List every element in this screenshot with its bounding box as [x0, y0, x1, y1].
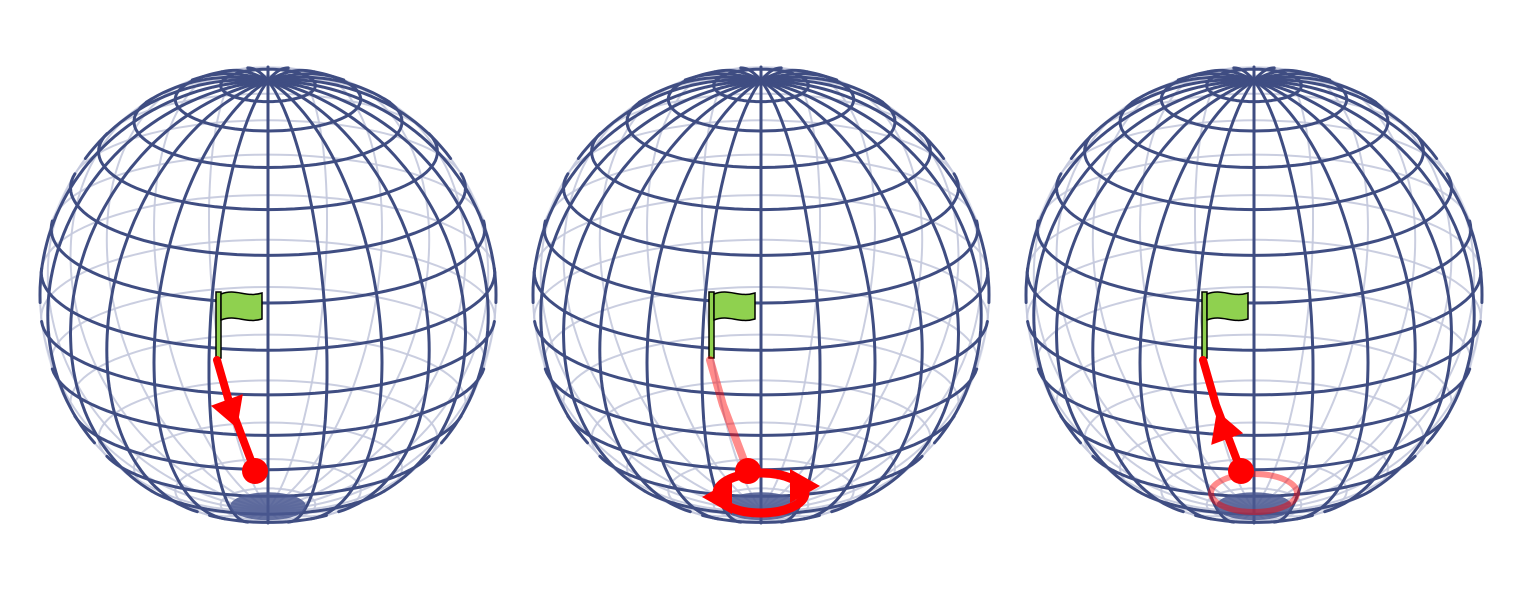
path-line	[1199, 356, 1245, 475]
arrow-head-right	[790, 469, 820, 503]
sphere-1	[38, 65, 498, 525]
arrow-head-down	[210, 394, 243, 429]
dot-marker	[735, 458, 761, 484]
loop-faded	[1208, 471, 1300, 515]
dot-marker	[242, 458, 268, 484]
flag-icon	[708, 291, 756, 359]
arrow-head-up	[1211, 410, 1244, 445]
arrow-head-left	[702, 480, 732, 514]
sphere-front-grid	[531, 65, 991, 525]
dot-marker	[1228, 458, 1254, 484]
path-descend-to-pole	[210, 356, 268, 484]
pole-cap	[230, 492, 306, 521]
pole-cap	[1216, 492, 1292, 521]
path-loop-around-pole	[702, 356, 820, 518]
sphere-front-grid	[1024, 65, 1484, 525]
sphere-2	[531, 65, 991, 525]
sphere-3	[1024, 65, 1484, 525]
path-return-to-flag	[1199, 356, 1300, 515]
sphere-front-grid	[38, 65, 498, 525]
path-line-faded	[706, 356, 752, 475]
